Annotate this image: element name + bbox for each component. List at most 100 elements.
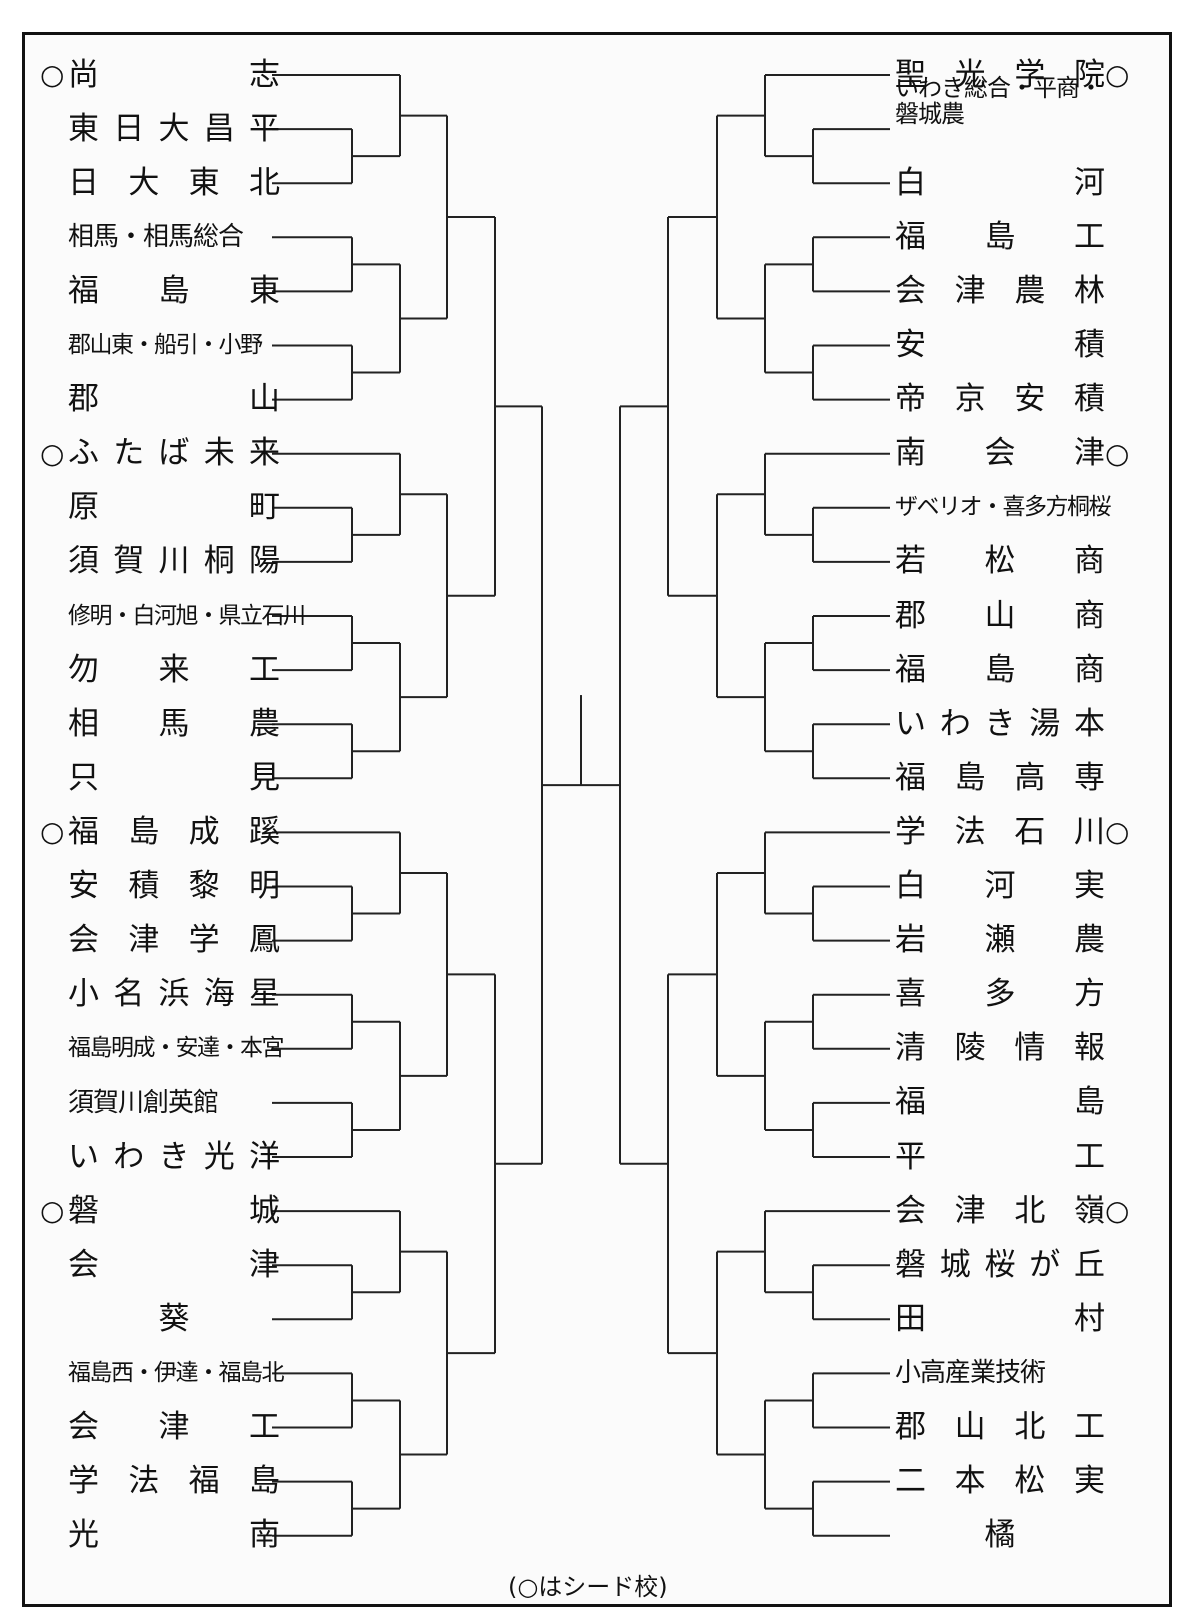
team-name: 二本松実 — [895, 1463, 1105, 1500]
team-name: 郡山 — [68, 381, 280, 418]
seed-mark: ○ — [1105, 815, 1130, 849]
right-team-11: 郡山商 — [895, 590, 1135, 642]
team-name: 相馬農 — [68, 705, 280, 742]
team-name: 東日大昌平 — [68, 110, 280, 147]
left-team-3: 日大東北 — [40, 157, 280, 209]
team-name: 葵 — [158, 1300, 190, 1337]
team-name: 学法石川 — [895, 813, 1105, 850]
right-team-15: 学法石川○ — [895, 806, 1135, 858]
left-team-18: 小名浜海星 — [40, 969, 280, 1021]
team-name: 只見 — [68, 759, 280, 796]
team-name: 郡山東・船引・小野 — [68, 332, 263, 358]
right-team-23: 磐城桜が丘 — [895, 1239, 1135, 1291]
left-team-28: 光南 — [40, 1510, 280, 1562]
team-name: いわき光洋 — [68, 1138, 280, 1175]
left-team-23: 会津 — [40, 1239, 280, 1291]
team-name: 小高産業技術 — [895, 1358, 1046, 1389]
right-team-13: いわき湯本 — [895, 698, 1135, 750]
team-name: 白河 — [895, 164, 1105, 201]
team-name: 会津工 — [68, 1409, 280, 1445]
right-team-18: 喜多方 — [895, 969, 1135, 1021]
team-name: 光南 — [68, 1517, 280, 1554]
left-team-16: 安積黎明 — [40, 861, 280, 913]
team-name: 郡山北工 — [895, 1409, 1105, 1445]
bracket-frame — [22, 32, 1172, 1607]
left-team-21: いわき光洋 — [40, 1131, 280, 1183]
left-team-11: 修明・白河旭・県立石川 — [40, 590, 306, 642]
right-team-16: 白河実 — [895, 861, 1135, 913]
seed-mark: ○ — [40, 1194, 65, 1228]
left-team-15: ○福島成蹊 — [40, 806, 280, 858]
team-name: 福島成蹊 — [68, 813, 280, 850]
team-name: 若松商 — [895, 543, 1105, 580]
right-team-22: 会津北嶺○ — [895, 1185, 1135, 1237]
right-team-20: 福島 — [895, 1077, 1135, 1129]
right-team-4: 福島工 — [895, 211, 1135, 263]
team-name: 平工 — [895, 1138, 1105, 1175]
seed-note: (○はシード校) — [508, 1573, 668, 1601]
team-name: 福島東 — [68, 272, 280, 309]
team-name: 原町 — [68, 489, 280, 526]
seed-mark: ○ — [40, 815, 65, 849]
team-name: 帝京安積 — [895, 381, 1105, 418]
team-name: 安積黎明 — [68, 868, 280, 904]
right-team-8: 南会津○ — [895, 428, 1135, 480]
left-team-12: 勿来工 — [40, 644, 280, 696]
team-name: 安積 — [895, 327, 1105, 363]
team-name: 岩瀬農 — [895, 922, 1105, 959]
team-name: 清陵情報 — [895, 1030, 1105, 1067]
team-name: 日大東北 — [68, 164, 280, 201]
left-team-10: 須賀川桐陽 — [40, 536, 280, 588]
team-name: 会津北嶺 — [895, 1192, 1105, 1229]
team-name: 小名浜海星 — [68, 976, 280, 1013]
right-team-27: 二本松実 — [895, 1456, 1135, 1508]
right-team-24: 田村 — [895, 1293, 1135, 1345]
seed-mark: ○ — [40, 58, 65, 91]
team-name: 田村 — [895, 1300, 1105, 1337]
seed-mark: ○ — [1105, 58, 1130, 91]
team-name: 磐城 — [68, 1192, 280, 1229]
team-name: 会津 — [68, 1246, 280, 1283]
right-team-10: 若松商 — [895, 536, 1135, 588]
right-team-17: 岩瀬農 — [895, 915, 1135, 967]
team-name: 聖光学院 — [895, 56, 1105, 93]
left-team-5: 福島東 — [40, 265, 280, 317]
left-team-14: 只見 — [40, 752, 280, 804]
team-name: 福島 — [895, 1084, 1105, 1121]
team-name: 会津学鳳 — [68, 922, 280, 959]
team-name: 白河実 — [895, 868, 1105, 904]
team-name: 尚志 — [68, 56, 280, 93]
left-team-26: 会津工 — [40, 1402, 280, 1454]
left-team-8: ○ふたば未来 — [40, 428, 280, 480]
right-team-26: 郡山北工 — [895, 1402, 1135, 1454]
right-team-6: 安積 — [895, 320, 1135, 372]
left-team-20: 須賀川創英館 — [40, 1077, 280, 1129]
team-name: 学法福島 — [68, 1463, 280, 1500]
team-name: 勿来工 — [68, 651, 280, 688]
left-team-13: 相馬農 — [40, 698, 280, 750]
right-team-21: 平工 — [895, 1131, 1135, 1183]
right-team-7: 帝京安積 — [895, 374, 1135, 426]
left-team-27: 学法福島 — [40, 1456, 280, 1508]
right-team-5: 会津農林 — [895, 265, 1135, 317]
left-team-17: 会津学鳳 — [40, 915, 280, 967]
team-name: 福島西・伊達・福島北 — [68, 1359, 285, 1386]
left-team-25: 福島西・伊達・福島北 — [40, 1347, 285, 1399]
left-team-1: ○尚志 — [40, 49, 280, 101]
team-name: 会津農林 — [895, 272, 1105, 309]
right-team-1: 聖光学院○ — [895, 49, 1135, 101]
right-team-12: 福島商 — [895, 644, 1135, 696]
team-name: 福島商 — [895, 651, 1105, 688]
team-name: 相馬・相馬総合 — [68, 222, 244, 253]
left-team-9: 原町 — [40, 482, 280, 534]
left-team-22: ○磐城 — [40, 1185, 280, 1237]
left-team-2: 東日大昌平 — [40, 103, 280, 155]
team-name: 南会津 — [895, 435, 1105, 472]
right-team-14: 福島高専 — [895, 752, 1135, 804]
team-name: 郡山商 — [895, 597, 1105, 634]
team-name: 喜多方 — [895, 976, 1105, 1013]
right-team-19: 清陵情報 — [895, 1023, 1135, 1075]
seed-mark: ○ — [40, 436, 65, 470]
team-name: 須賀川桐陽 — [68, 543, 280, 580]
right-team-25: 小高産業技術 — [895, 1347, 1135, 1399]
